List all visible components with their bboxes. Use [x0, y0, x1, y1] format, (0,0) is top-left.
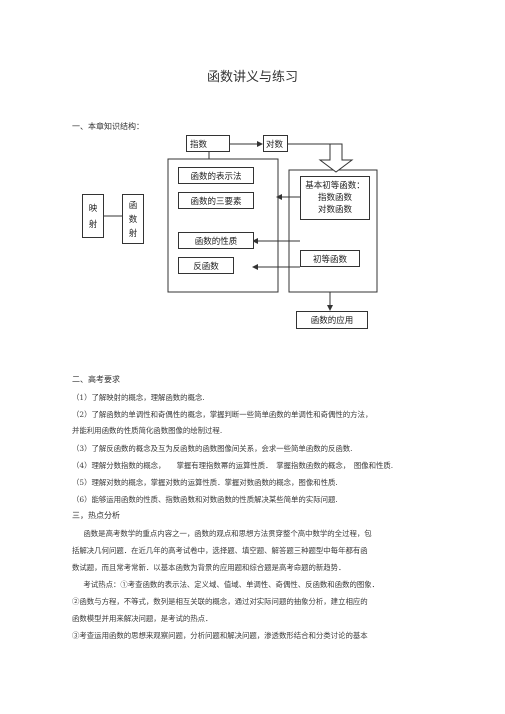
requirement-line: （6）能够运用函数的性质、指数函数和对数函数的性质解决某些简单的实际问题. — [72, 495, 338, 504]
hotspot-line: 函数模型并用来解决问题，是考试的热点． — [72, 614, 213, 623]
page-title: 函数讲义与练习 — [206, 70, 298, 85]
function-concept-group-box — [167, 158, 279, 293]
big-down-arrow — [318, 143, 354, 173]
requirement-line: （2）了解函数的单调性和奇偶性的概念，掌握判断一些简单函数的单调性和奇偶性的方法… — [72, 410, 373, 419]
exponential-function-label: 指数函数 — [317, 193, 352, 203]
function-concept-box: 函 数 射 — [122, 194, 144, 244]
hotspot-line: ②函数与方程，不等式，数列是相互关联的概念，通过对实际问题的抽象分析，建立相应的 — [72, 597, 368, 606]
function-char-1: 函 — [128, 201, 138, 211]
function-char-3: 射 — [128, 229, 138, 239]
arrow-head-properties — [252, 238, 258, 244]
function-char-2: 数 — [128, 215, 138, 225]
log-top-box: 对数 — [263, 135, 288, 152]
mapping-char-2: 射 — [88, 220, 98, 230]
section-heading-requirements: 二、高考要求 — [72, 375, 120, 384]
arrow-head-basic — [276, 194, 282, 200]
three-elements-box: 函数的三要素 — [178, 192, 254, 209]
requirement-line: 并能利用函数的性质简化函数图像的绘制过程. — [72, 426, 223, 435]
exponent-top-box: 指数 — [186, 135, 230, 152]
section-heading-hotspots: 三，热点分析 — [72, 511, 120, 520]
hotspot-line: 数试题，而且常考常新．以基本函数为背景的应用题和综合题是高考命题的新趋势． — [72, 563, 346, 572]
hotspot-line: ③考查运用函数的思想来观察问题，分析问题和解决问题，渗透数形结合和分类讨论的基本 — [72, 631, 368, 640]
requirement-line: （1）了解映射的概念，理解函数的概念. — [72, 393, 205, 402]
requirement-line: （4）理解分数指数的概念， 掌握有理指数幂的运算性质． 掌握指数函数的概念， 图… — [72, 461, 394, 470]
basic-elementary-box: 基本初等函数： 指数函数 对数函数 — [300, 176, 370, 220]
inverse-function-box: 反函数 — [178, 257, 234, 274]
representation-box: 函数的表示法 — [178, 167, 254, 184]
properties-box: 函数的性质 — [178, 232, 254, 249]
arrow-head-application — [327, 305, 333, 311]
elementary-function-box: 初等函数 — [300, 250, 360, 267]
requirement-line: （3）了解反函数的概念及互为反函数的函数图像间关系，会求一些简单函数的反函数. — [72, 444, 353, 453]
section-heading-structure: 一、本章知识结构： — [72, 122, 144, 131]
requirement-line: （5）理解对数的概念，掌握对数的运算性质．掌握对数函数的概念，图像和性质. — [72, 478, 338, 487]
function-application-box: 函数的应用 — [296, 311, 368, 329]
hotspot-line: 考试热点：①考查函数的表示法、定义域、值域、单调性、奇偶性、反函数和函数的图象． — [76, 580, 380, 589]
mapping-char-1: 映 — [88, 204, 98, 214]
arrow-head-inverse — [252, 264, 258, 270]
arrow-head-log — [257, 141, 263, 147]
log-function-label: 对数函数 — [317, 205, 352, 215]
basic-title: 基本初等函数： — [305, 181, 365, 191]
hotspot-line: 括解决几何问题．在近几年的高考试卷中，选择题、填空题、解答题三种题型中每年都有函 — [72, 546, 368, 555]
mapping-box: 映 射 — [82, 194, 104, 238]
hotspot-line: 函数是高考数学的重点内容之一，函数的观点和思想方法贯穿整个高中数学的全过程，包 — [76, 529, 372, 538]
